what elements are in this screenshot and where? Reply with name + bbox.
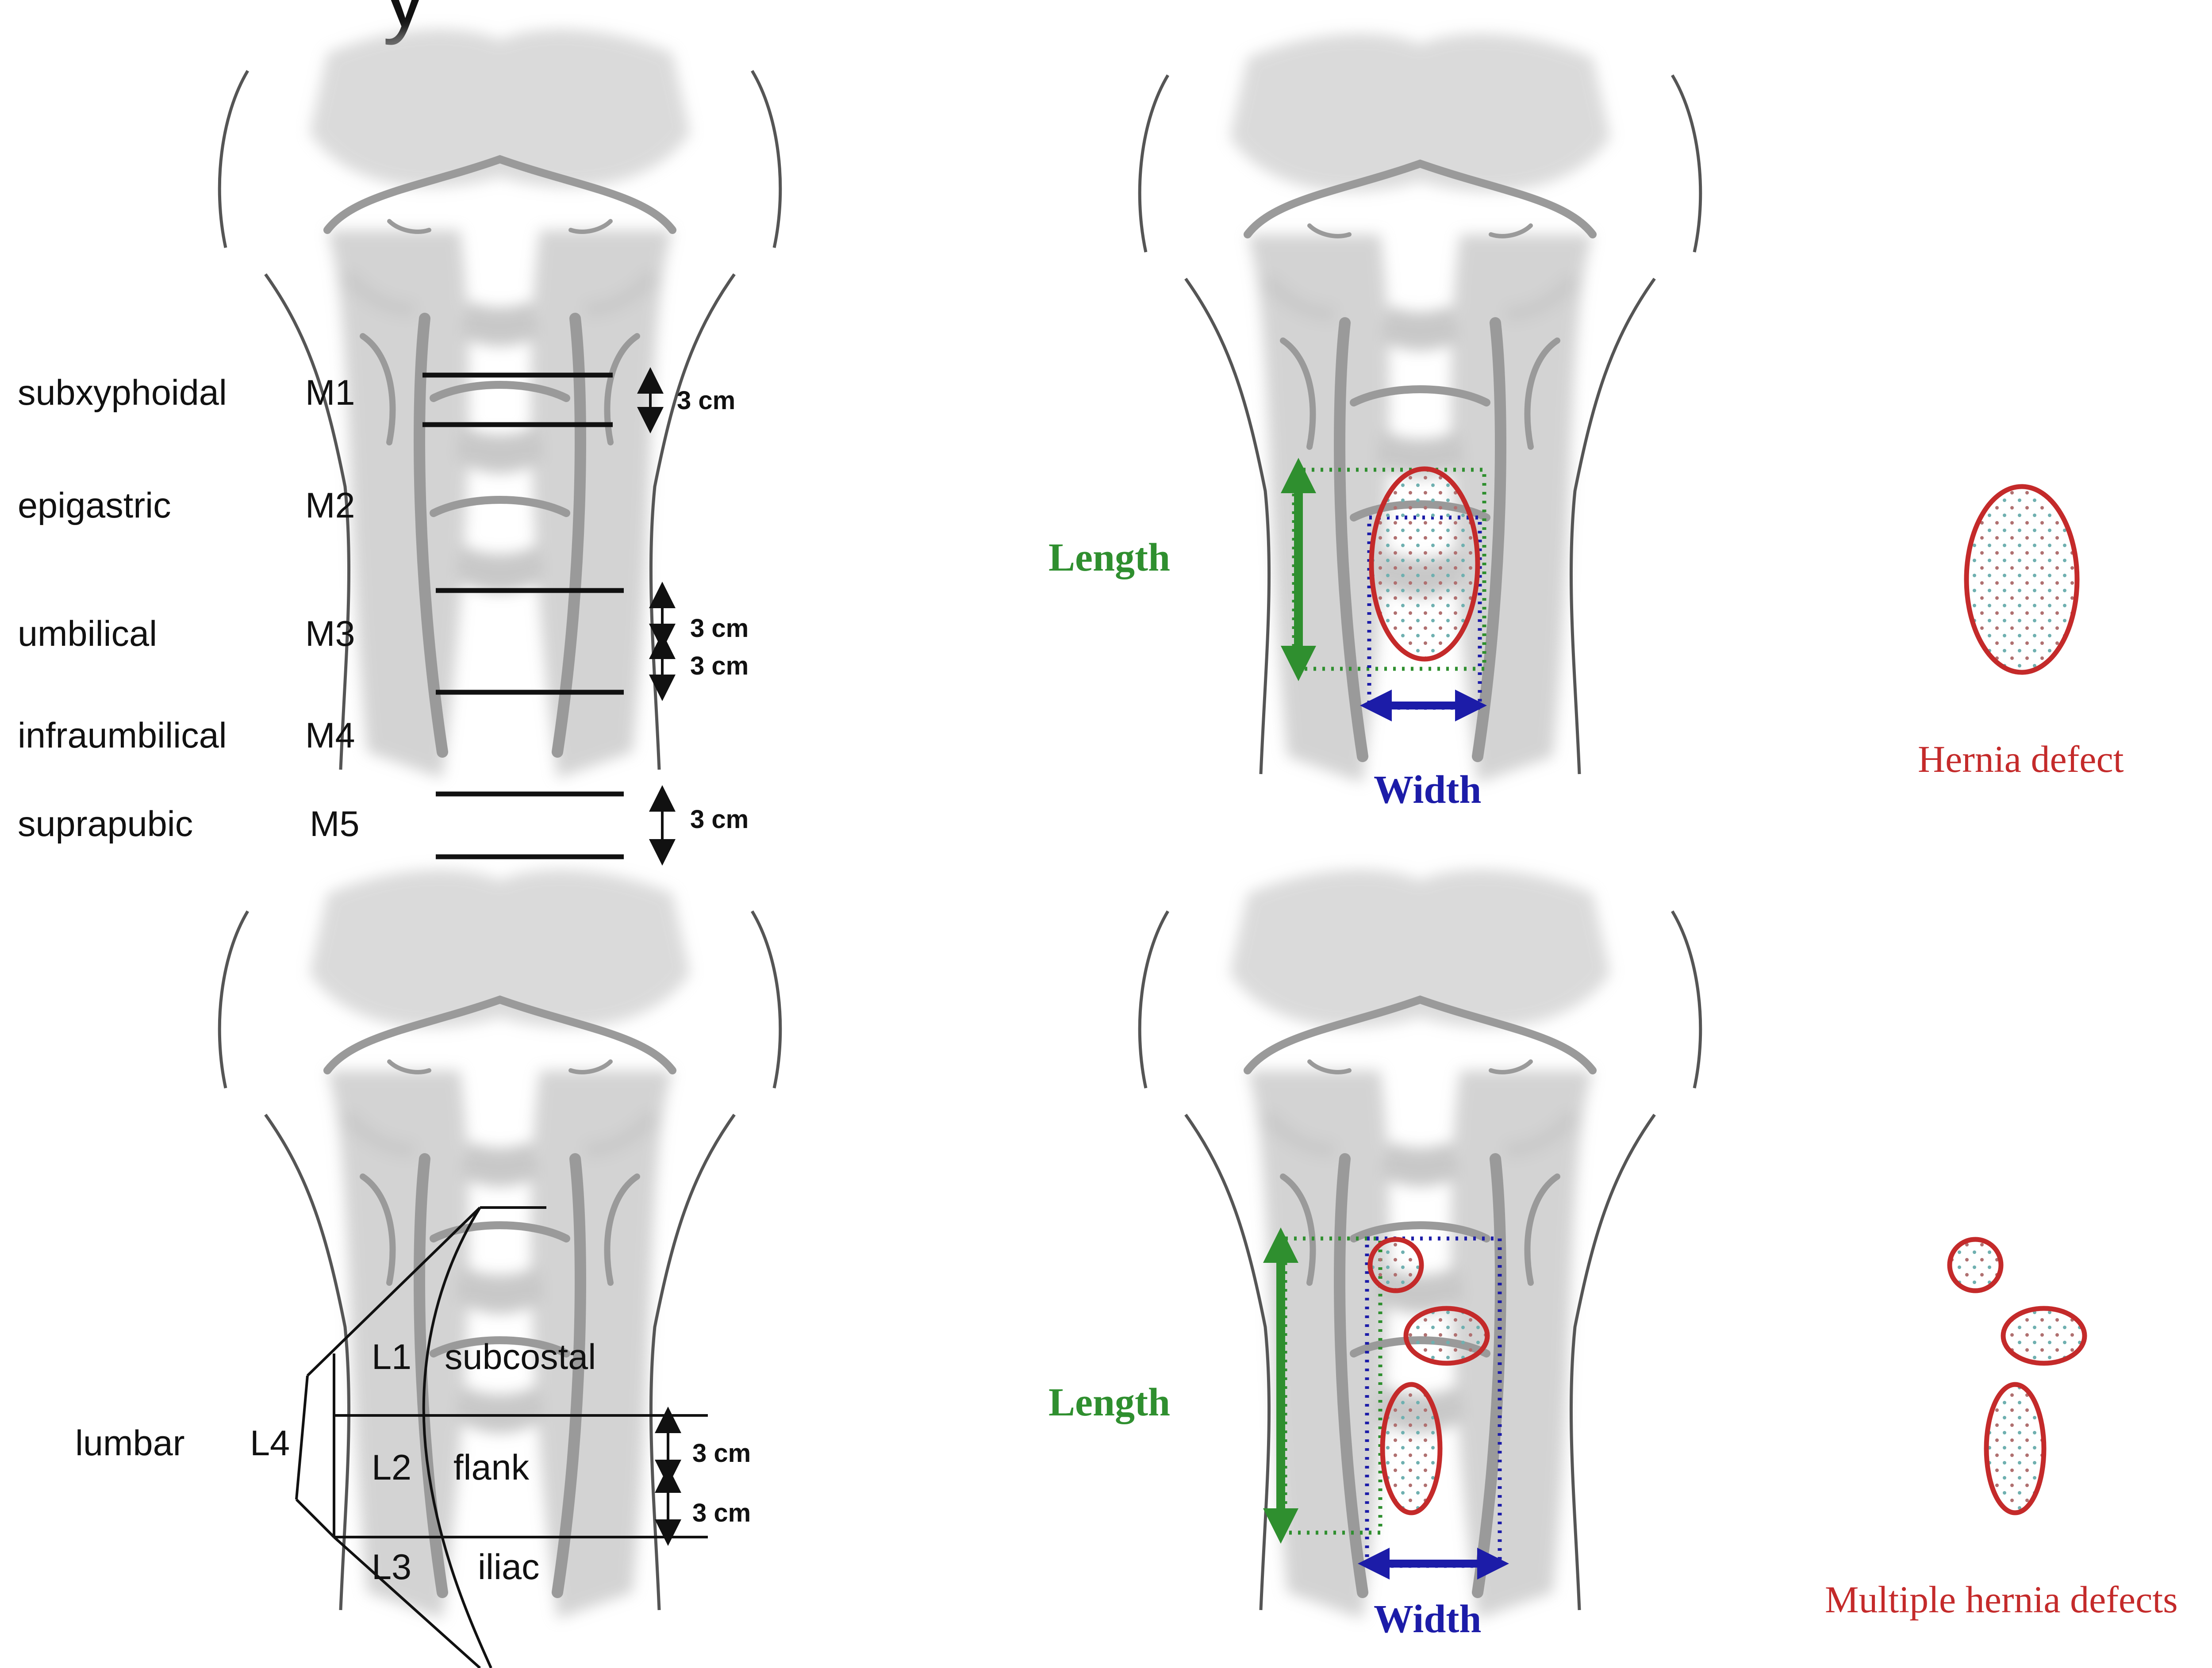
hernia-defect-ellipse [2003, 1308, 2085, 1363]
length-label: Length [1048, 536, 1170, 579]
zone-name: umbilical [18, 614, 157, 654]
panel-midline: 3 cm 3 cm 3 cm 3 cm subxyphoidal M1 epig… [18, 29, 780, 857]
hernia-defect-label: Hernia defect [1918, 738, 2124, 780]
hernia-defect-ellipse [1382, 1384, 1440, 1513]
zone-name: flank [453, 1448, 530, 1488]
hernia-defect-ellipse [1950, 1239, 2001, 1291]
zone-code: M3 [305, 614, 355, 654]
distance-label: 3 cm [692, 1499, 751, 1527]
zone-code: L3 [372, 1547, 411, 1587]
hernia-defect-ellipse [1986, 1384, 2044, 1513]
zone-code: M4 [305, 716, 355, 755]
zone-name: subxyphoidal [18, 373, 227, 413]
distance-label: 3 cm [677, 386, 735, 415]
zone-code: M5 [310, 804, 360, 844]
multiple-defects-label: Multiple hernia defects [1825, 1578, 2178, 1621]
hernia-defect-ellipse [1966, 487, 2077, 672]
zone-code: L4 [250, 1423, 290, 1463]
distance-label: 3 cm [690, 805, 749, 834]
panel-single-defect: Length Width Hernia defect [1048, 34, 2124, 812]
length-label: Length [1048, 1380, 1170, 1424]
panel-lateral: 3 cm 3 cm L1 subcostal L2 flank L3 iliac… [75, 870, 780, 1668]
zone-code: L1 [372, 1337, 411, 1377]
zone-name: infraumbilical [18, 716, 227, 755]
zone-name: iliac [478, 1547, 540, 1587]
zone-name: subcostal [445, 1337, 596, 1377]
distance-label: 3 cm [692, 1439, 751, 1468]
zone-code: M1 [305, 373, 355, 413]
width-label: Width [1374, 1597, 1481, 1641]
width-label: Width [1374, 768, 1481, 812]
hernia-defect-ellipse [1406, 1308, 1487, 1363]
distance-label: 3 cm [690, 614, 749, 643]
zone-name: lumbar [75, 1423, 185, 1463]
hernia-defect-ellipse [1371, 469, 1478, 659]
zone-name: epigastric [18, 486, 171, 525]
zone-code: L2 [372, 1448, 411, 1488]
distance-label: 3 cm [690, 652, 749, 680]
zone-name: suprapubic [18, 804, 193, 844]
panel-multiple-defects: Length Width Multiple hernia defects [1048, 870, 2178, 1641]
hernia-defect-ellipse [1370, 1239, 1421, 1291]
zone-code: M2 [305, 486, 355, 525]
